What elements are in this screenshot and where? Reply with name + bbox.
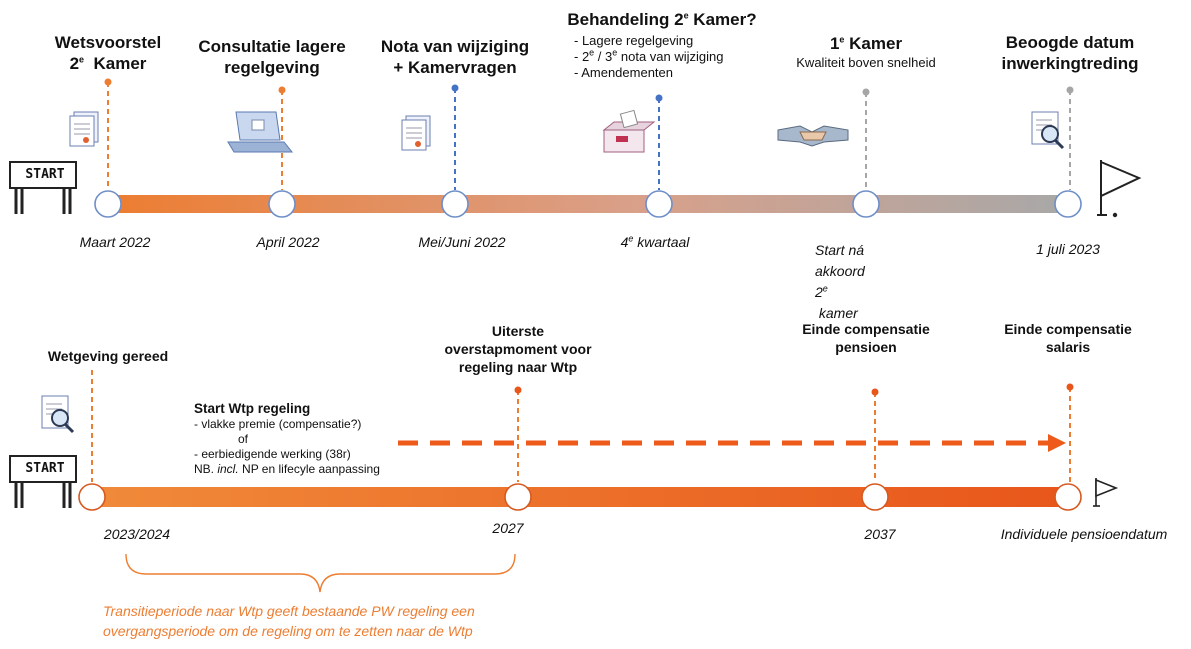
ballot-box-icon (602, 109, 656, 153)
milestone-date: Mei/Juni 2022 (418, 234, 506, 250)
bottom-connector-dots (514, 383, 1074, 396)
finish-flag-icon (1093, 478, 1119, 507)
behandeling-notes: - Lagere regelgeving - 2e / 3e nota van … (574, 33, 724, 80)
milestone-circle-mei (441, 190, 469, 218)
milestone-circle-2027 (504, 483, 532, 511)
start-sign-icon (9, 161, 77, 214)
milestone-subtitle: Kwaliteit boven snelheid (796, 55, 936, 70)
finish-flag-icon (1097, 160, 1142, 218)
document-icon (401, 115, 431, 151)
milestone-date: 2027 (492, 520, 524, 536)
milestone-title-einde-compensatie-salaris: Einde compensatie salaris (1004, 321, 1132, 355)
milestone-circle-2023 (78, 483, 106, 511)
milestone-date: 1 juli 2023 (1036, 241, 1100, 257)
transition-brace (125, 553, 516, 593)
milestone-date: Start ná akkoord 2e kamer (815, 242, 865, 321)
milestone-circle-2037 (861, 483, 889, 511)
milestone-date: 2023/2024 (103, 526, 171, 542)
top-connectors (107, 82, 1071, 190)
milestone-date: 2037 (864, 526, 896, 542)
handshake-icon (777, 125, 849, 147)
milestone-circle-1-juli (1054, 190, 1082, 218)
bottom-connectors (91, 370, 1071, 482)
start-sign-label: START (25, 461, 65, 476)
wtp-start-block: Start Wtp regeling - vlakke premie (comp… (194, 401, 380, 476)
milestone-circle-kwartaal (645, 190, 673, 218)
compensation-arrow (398, 434, 1066, 452)
milestone-title-nota: Nota van wijziging + Kamervragen (380, 37, 530, 77)
bottom-milestone-circles (78, 483, 1082, 511)
top-milestone-circles (94, 190, 1082, 218)
laptop-icon (227, 111, 294, 153)
document-icon (69, 111, 99, 147)
start-sign-icon (9, 455, 77, 508)
milestone-title-1e-kamer: 1e Kamer (829, 34, 903, 53)
milestone-date: Maart 2022 (79, 234, 151, 250)
start-sign-label: START (25, 167, 65, 182)
top-timeline-bar (108, 195, 1068, 213)
milestone-date: April 2022 (256, 234, 320, 250)
wtp-heading: Start Wtp regeling (194, 401, 311, 416)
transition-description: Transitieperiode naar Wtp geeft bestaand… (103, 603, 475, 639)
milestone-date: 4e kwartaal (620, 233, 690, 250)
milestone-title-consultatie: Consultatie lagere regelgeving (198, 37, 346, 77)
milestone-title-uiterste-overstapmoment: Uiterste overstapmoment voor regeling na… (444, 323, 592, 375)
milestone-title-inwerkingtreding: Beoogde datum inwerkingtreding (1001, 33, 1139, 73)
milestone-title-behandeling: Behandeling 2e Kamer? (567, 10, 757, 29)
milestone-date: Individuele pensioendatum (1000, 526, 1168, 542)
magnifier-document-icon (1031, 111, 1065, 150)
milestone-circle-1e-kamer (852, 190, 880, 218)
milestone-title-wetsvoorstel: Wetsvoorstel 2e Kamer (54, 33, 162, 73)
magnifier-document-icon (41, 395, 75, 434)
top-connector-dots (104, 78, 1074, 102)
milestone-circle-maart (94, 190, 122, 218)
milestone-title-wetgeving-gereed: Wetgeving gereed (47, 348, 169, 364)
milestone-circle-pensioendatum (1054, 483, 1082, 511)
milestone-circle-april (268, 190, 296, 218)
milestone-title-einde-compensatie-pensioen: Einde compensatie pensioen (802, 321, 930, 355)
bottom-timeline-bar (92, 487, 1068, 507)
